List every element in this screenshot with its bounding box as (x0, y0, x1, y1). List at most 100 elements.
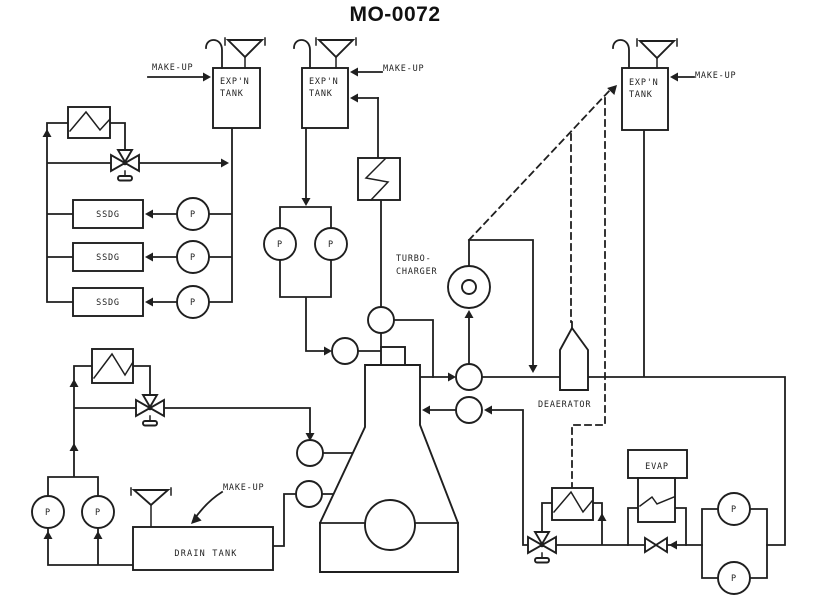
ssdg-box-1 (72, 199, 144, 229)
expansion-tank-1 (212, 67, 261, 129)
turbocharger-icon (447, 265, 491, 309)
gate-valve-icon (644, 536, 668, 554)
deaerator-vessel (559, 326, 589, 391)
arrow-up (464, 310, 474, 318)
pump-label: P (190, 210, 196, 220)
make-up-label: MAKE-UP (223, 483, 264, 493)
ssdg-label: SSDG (96, 253, 120, 263)
pump-circle (263, 227, 297, 261)
junction-circle (455, 363, 483, 391)
expansion-tank-label: EXP'N (629, 78, 659, 88)
arrow-left (145, 209, 153, 219)
page-title: MO-0072 (349, 3, 440, 26)
ssdg-box-3 (72, 287, 144, 317)
arrow-left (484, 405, 492, 415)
vent-hook-icon (293, 39, 311, 69)
expansion-tank-label: EXP'N (309, 77, 339, 87)
funnel-icon (130, 487, 172, 528)
pipe-lt-cooler (541, 502, 703, 546)
expansion-tank-2 (301, 67, 349, 129)
arrow-up (69, 443, 79, 451)
three-way-valve-icon (135, 394, 165, 427)
pump-circle (717, 492, 751, 526)
arrow-left (350, 93, 358, 103)
expansion-tank-label: TANK (220, 89, 244, 99)
arrow-left (422, 405, 430, 415)
engine-outlet-header (380, 346, 406, 366)
arrow-left (350, 67, 358, 77)
junction-circle (296, 439, 324, 467)
turbocharger-label: TURBO- (396, 254, 432, 264)
arrow-leader (191, 513, 202, 524)
main-engine (319, 364, 459, 573)
vent-hook-icon (205, 39, 223, 69)
expansion-tank-label: TANK (629, 90, 653, 100)
funnel-icon (315, 37, 357, 69)
pump-circle (31, 495, 65, 529)
pipe-drain-tank (272, 452, 354, 547)
turbocharger-label: CHARGER (396, 267, 438, 277)
pump-label: P (45, 508, 51, 518)
pipe-right-pump-loop (701, 508, 768, 579)
pipe-engine-inlet (429, 409, 529, 546)
heat-exchanger-jacket (357, 157, 401, 202)
make-up-label: MAKE-UP (695, 71, 736, 81)
pipe-evap-loop (627, 507, 687, 546)
ssdg-box-2 (72, 242, 144, 272)
evaporator-label: EVAP (645, 462, 669, 472)
junction-circle (455, 396, 483, 424)
make-up-label: MAKE-UP (383, 64, 424, 74)
pump-circle (176, 197, 210, 231)
pump-label: P (277, 240, 283, 250)
arrow-left (145, 252, 153, 262)
pump-label: P (190, 298, 196, 308)
engine-crankcase-circle (364, 499, 416, 551)
pump-circle (81, 495, 115, 529)
arrow-down (301, 198, 311, 206)
ssdg-label: SSDG (96, 298, 120, 308)
arrow-up (69, 379, 79, 387)
pump-label: P (95, 508, 101, 518)
junction-circle (295, 480, 323, 508)
pipe-turbo (468, 239, 534, 366)
arrow-right (324, 346, 332, 356)
arrow-diagonal (607, 85, 617, 95)
make-up-label: MAKE-UP (152, 63, 193, 73)
arrow-right (221, 158, 229, 168)
dashed-cooler-vent (571, 97, 606, 489)
junction-circle (331, 337, 359, 365)
arrow-right (203, 72, 211, 82)
deaerator-label: DEAERATOR (538, 400, 591, 410)
flow-arrows (42, 67, 678, 550)
arrow-up (597, 513, 607, 521)
labels: MO-0072 EXP'N TANK EXP'N TANK EXP'N TANK… (45, 3, 737, 584)
components (31, 37, 751, 595)
arrow-up (93, 531, 103, 539)
piping-dashed (467, 87, 613, 489)
heat-exchanger-central (551, 487, 594, 521)
funnel-icon (636, 38, 678, 69)
expansion-tank-3 (621, 67, 669, 131)
arrow-up (43, 531, 53, 539)
pump-circle (176, 285, 210, 319)
vent-hook-icon (612, 39, 630, 69)
dashed-diagonal-to-tank3 (467, 87, 613, 242)
funnel-icon (224, 37, 266, 69)
expansion-tank-label: EXP'N (220, 77, 250, 87)
ssdg-label: SSDG (96, 210, 120, 220)
pipe-deaerator-line (419, 129, 786, 546)
arrow-left (670, 72, 678, 82)
arrow-left (145, 297, 153, 307)
pipe-bottom-left (47, 365, 311, 566)
pipe-makeup-lines (147, 71, 695, 99)
drain-tank-label: DRAIN TANK (174, 549, 237, 559)
heat-exchanger-lube-oil (91, 348, 135, 384)
pump-label: P (731, 574, 737, 584)
arrow-left (669, 540, 677, 550)
evaporator-heater (637, 477, 676, 523)
pump-circle (314, 227, 348, 261)
pump-label: P (731, 505, 737, 515)
arrow-down (305, 433, 315, 441)
arrow-down (528, 365, 538, 373)
